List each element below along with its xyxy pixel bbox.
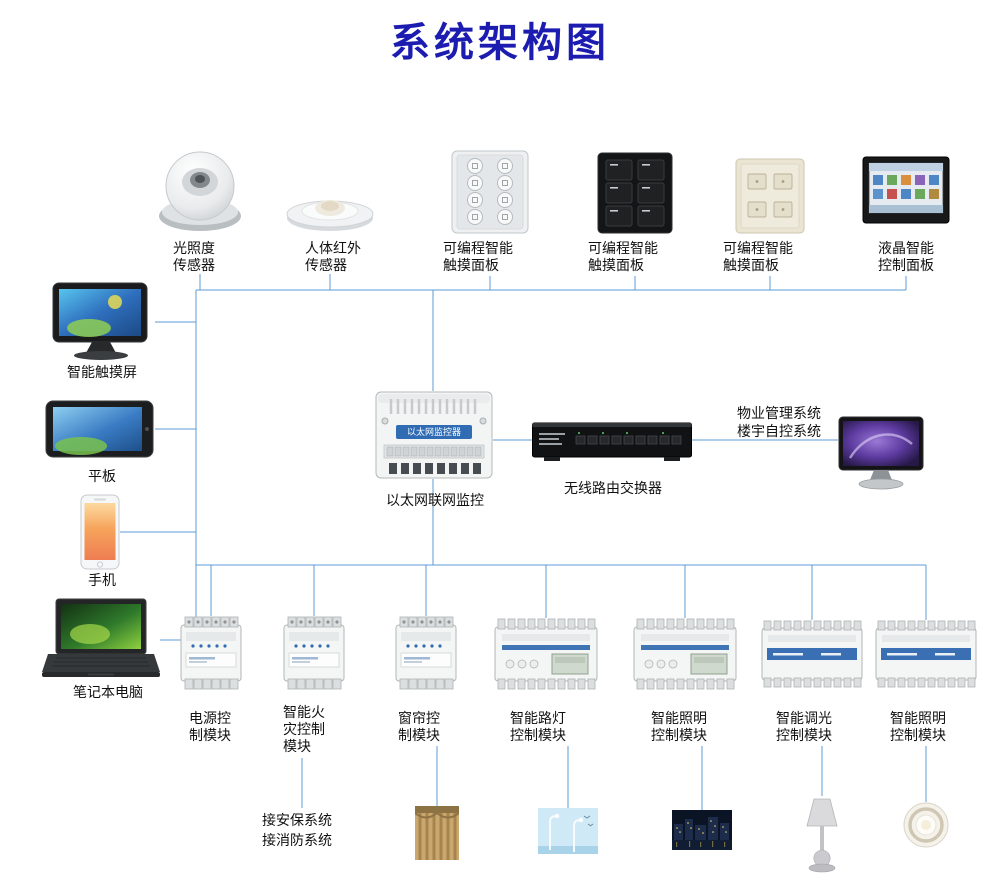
tablet-image — [45, 398, 155, 465]
label-line: 灾控制 — [283, 721, 325, 737]
label-line: 可编程智能 — [443, 240, 513, 256]
label-power-module: 电源控 制模块 — [189, 710, 231, 744]
label-line: 传感器 — [173, 257, 215, 273]
label-line: 制模块 — [398, 727, 440, 743]
label-line: 制模块 — [189, 727, 231, 743]
label-line: 接安保系统 — [262, 812, 332, 828]
page-title: 系统架构图 — [390, 21, 610, 65]
ceiling-light-photo — [903, 802, 949, 853]
label-line: 智能火 — [283, 704, 325, 720]
touch-panel-black-image — [597, 152, 673, 239]
label-line: 窗帘控 — [398, 710, 440, 726]
label-line: 人体红外 — [305, 240, 361, 256]
pir-sensor-image — [284, 178, 376, 239]
label-line: 控制模块 — [776, 727, 832, 743]
table-lamp-photo — [802, 796, 842, 879]
touch-panel-beige-image — [735, 158, 805, 239]
label-lighting-module: 智能照明 控制模块 — [651, 710, 707, 744]
label-line: 无线路由交换器 — [564, 480, 662, 496]
label-security-fire-systems: 接安保系统 接消防系统 — [262, 810, 332, 850]
label-line: 智能触摸屏 — [67, 364, 137, 380]
lighting-control-module-2-image — [875, 620, 977, 693]
label-curtain-module: 窗帘控 制模块 — [398, 710, 440, 744]
label-line: 接消防系统 — [262, 832, 332, 848]
touch-panel-white-image — [451, 150, 529, 239]
label-laptop: 笔记本电脑 — [73, 684, 143, 701]
label-lcd-panel: 液晶智能 控制面板 — [878, 240, 934, 274]
label-line: 可编程智能 — [588, 240, 658, 256]
streetlight-control-module-image — [494, 618, 598, 695]
label-tablet: 平板 — [88, 468, 116, 485]
label-line: 触摸面板 — [443, 257, 499, 273]
label-line: 光照度 — [173, 240, 215, 256]
lcd-panel-image — [862, 156, 950, 229]
label-ethernet-gateway: 以太网联网监控 — [386, 492, 484, 509]
label-router: 无线路由交换器 — [564, 480, 662, 497]
label-line: 智能照明 — [651, 710, 707, 726]
label-touch-panel-1: 可编程智能 触摸面板 — [443, 240, 513, 274]
label-touch-panel-2: 可编程智能 触摸面板 — [588, 240, 658, 274]
label-pir-sensor: 人体红外 传感器 — [305, 240, 361, 274]
label-line: 楼宇自控系统 — [737, 423, 821, 439]
light-sensor-image — [155, 146, 245, 239]
label-line: 电源控 — [189, 710, 231, 726]
curtain-control-module-image — [395, 616, 457, 695]
label-line: 智能调光 — [776, 710, 832, 726]
label-line: 控制模块 — [510, 727, 566, 743]
streetlight-photo — [538, 808, 598, 859]
label-line: 触摸面板 — [723, 257, 779, 273]
lighting-control-module-image — [633, 618, 737, 695]
night-scene-photo — [672, 810, 732, 855]
label-line: 触摸面板 — [588, 257, 644, 273]
label-light-sensor: 光照度 传感器 — [173, 240, 215, 274]
ethernet-gateway-image: 以太网监控器 — [375, 391, 493, 484]
label-touch-panel-3: 可编程智能 触摸面板 — [723, 240, 793, 274]
label-management-systems: 物业管理系统 楼宇自控系统 — [737, 404, 821, 440]
label-line: 控制模块 — [890, 727, 946, 743]
power-control-module-image — [180, 616, 242, 695]
curtain-photo — [414, 806, 460, 865]
label-line: 智能照明 — [890, 710, 946, 726]
gateway-device-text: 以太网监控器 — [407, 426, 461, 437]
label-dimming-module: 智能调光 控制模块 — [776, 710, 832, 744]
label-lighting-module-2: 智能照明 控制模块 — [890, 710, 946, 744]
touchscreen-image — [45, 282, 155, 367]
label-streetlight-module: 智能路灯 控制模块 — [510, 710, 566, 744]
label-line: 手机 — [88, 572, 116, 588]
label-line: 液晶智能 — [878, 240, 934, 256]
label-line: 控制模块 — [651, 727, 707, 743]
label-line: 物业管理系统 — [737, 405, 821, 421]
label-phone: 手机 — [88, 572, 116, 589]
label-line: 智能路灯 — [510, 710, 566, 726]
label-line: 可编程智能 — [723, 240, 793, 256]
phone-image — [80, 494, 120, 575]
label-line: 笔记本电脑 — [73, 684, 143, 700]
laptop-image — [42, 598, 160, 687]
label-line: 以太网联网监控 — [386, 492, 484, 508]
dimming-control-module-image — [761, 620, 863, 693]
router-image — [532, 420, 692, 467]
monitor-image — [838, 416, 924, 497]
label-touchscreen: 智能触摸屏 — [67, 364, 137, 381]
label-line: 传感器 — [305, 257, 347, 273]
fire-control-module-image — [283, 616, 345, 695]
label-line: 模块 — [283, 738, 311, 754]
label-line: 控制面板 — [878, 257, 934, 273]
label-line: 平板 — [88, 468, 116, 484]
label-fire-module: 智能火 灾控制 模块 — [283, 704, 325, 755]
